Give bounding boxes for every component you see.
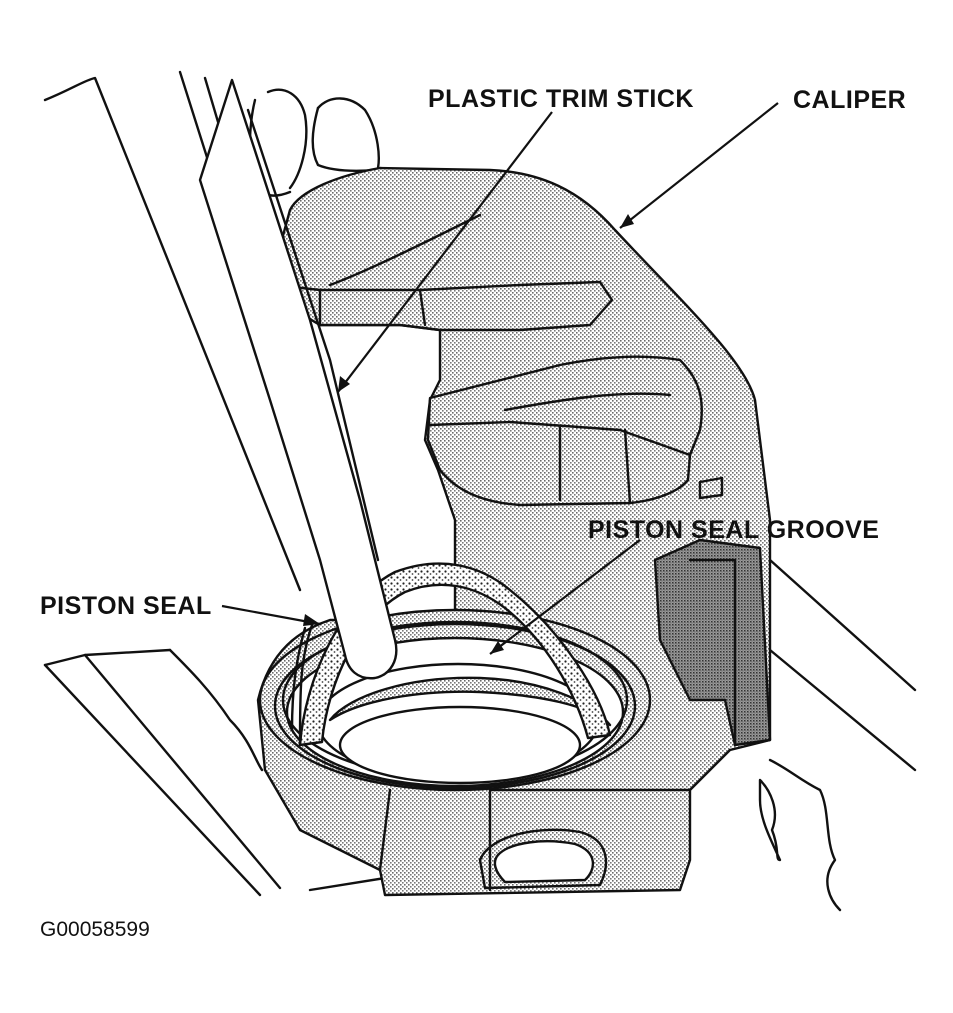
leader-piston-seal bbox=[221, 604, 321, 626]
arrowhead-piston-seal bbox=[303, 614, 320, 626]
label-piston-seal-groove: PISTON SEAL GROOVE bbox=[588, 516, 879, 544]
leader-caliper bbox=[619, 102, 779, 229]
arrowhead-caliper bbox=[620, 214, 634, 228]
leader-piston-seal-groove bbox=[489, 539, 641, 655]
figure-id: G00058599 bbox=[40, 918, 150, 941]
plastic-trim-stick bbox=[198, 78, 398, 680]
arrowhead-piston-seal-groove bbox=[490, 641, 504, 654]
label-plastic-trim-stick: PLASTIC TRIM STICK bbox=[428, 85, 694, 113]
leader-plastic-trim-stick bbox=[337, 111, 553, 393]
leader-lines bbox=[221, 102, 779, 655]
label-piston-seal: PISTON SEAL bbox=[40, 592, 212, 620]
arrowhead-plastic-trim-stick bbox=[338, 376, 350, 392]
label-caliper: CALIPER bbox=[793, 86, 906, 114]
